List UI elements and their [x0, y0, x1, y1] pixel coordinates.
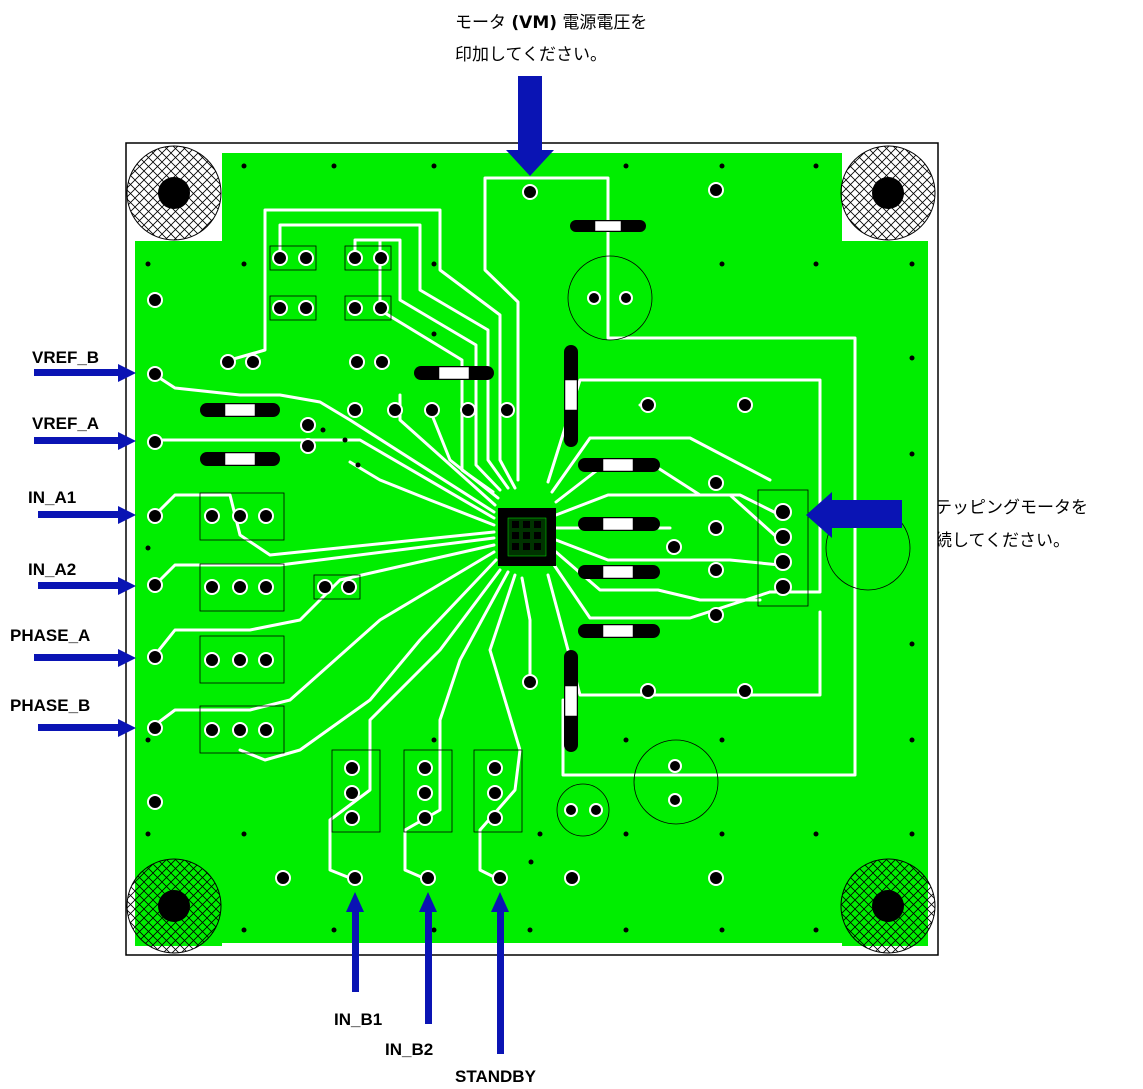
arrow-vref-a [34, 432, 136, 450]
arrow-phase-a [34, 649, 136, 667]
arrow-vref-b [34, 364, 136, 382]
label-in-a1: IN_A1 [28, 488, 77, 507]
mounting-hole [840, 858, 936, 954]
arrow-in-b2 [419, 892, 437, 1024]
vm-instruction-line1: モータ (VM) 電源電圧を [455, 13, 648, 33]
arrow-standby [491, 892, 509, 1054]
arrow-phase-b [38, 719, 136, 737]
arrow-in-a1 [38, 506, 136, 524]
vm-instruction-line2: 印加してください。 [455, 45, 607, 65]
vias [145, 163, 915, 933]
motor-instruction-line1: ステッピングモータを [918, 498, 1088, 518]
arrow-vm [506, 76, 554, 176]
label-vref-b: VREF_B [32, 348, 100, 367]
label-in-b2: IN_B2 [385, 1040, 434, 1059]
arrow-motor [806, 492, 902, 538]
mounting-hole [126, 145, 222, 241]
label-vref-a: VREF_A [32, 414, 100, 433]
label-phase-b: PHASE_B [10, 696, 91, 715]
label-standby: STANDBY [455, 1067, 536, 1086]
signal-arrows [34, 76, 902, 1054]
mounting-hole [126, 858, 222, 954]
label-in-a2: IN_A2 [28, 560, 77, 579]
label-in-b1: IN_B1 [334, 1010, 383, 1029]
through-hole-pads [147, 182, 792, 886]
motor-instruction-line2: 接続してください。 [918, 531, 1070, 551]
mounting-hole [840, 145, 936, 241]
label-phase-a: PHASE_A [10, 626, 91, 645]
driver-ic [498, 508, 556, 566]
arrow-in-a2 [38, 577, 136, 595]
arrow-in-b1 [346, 892, 364, 992]
